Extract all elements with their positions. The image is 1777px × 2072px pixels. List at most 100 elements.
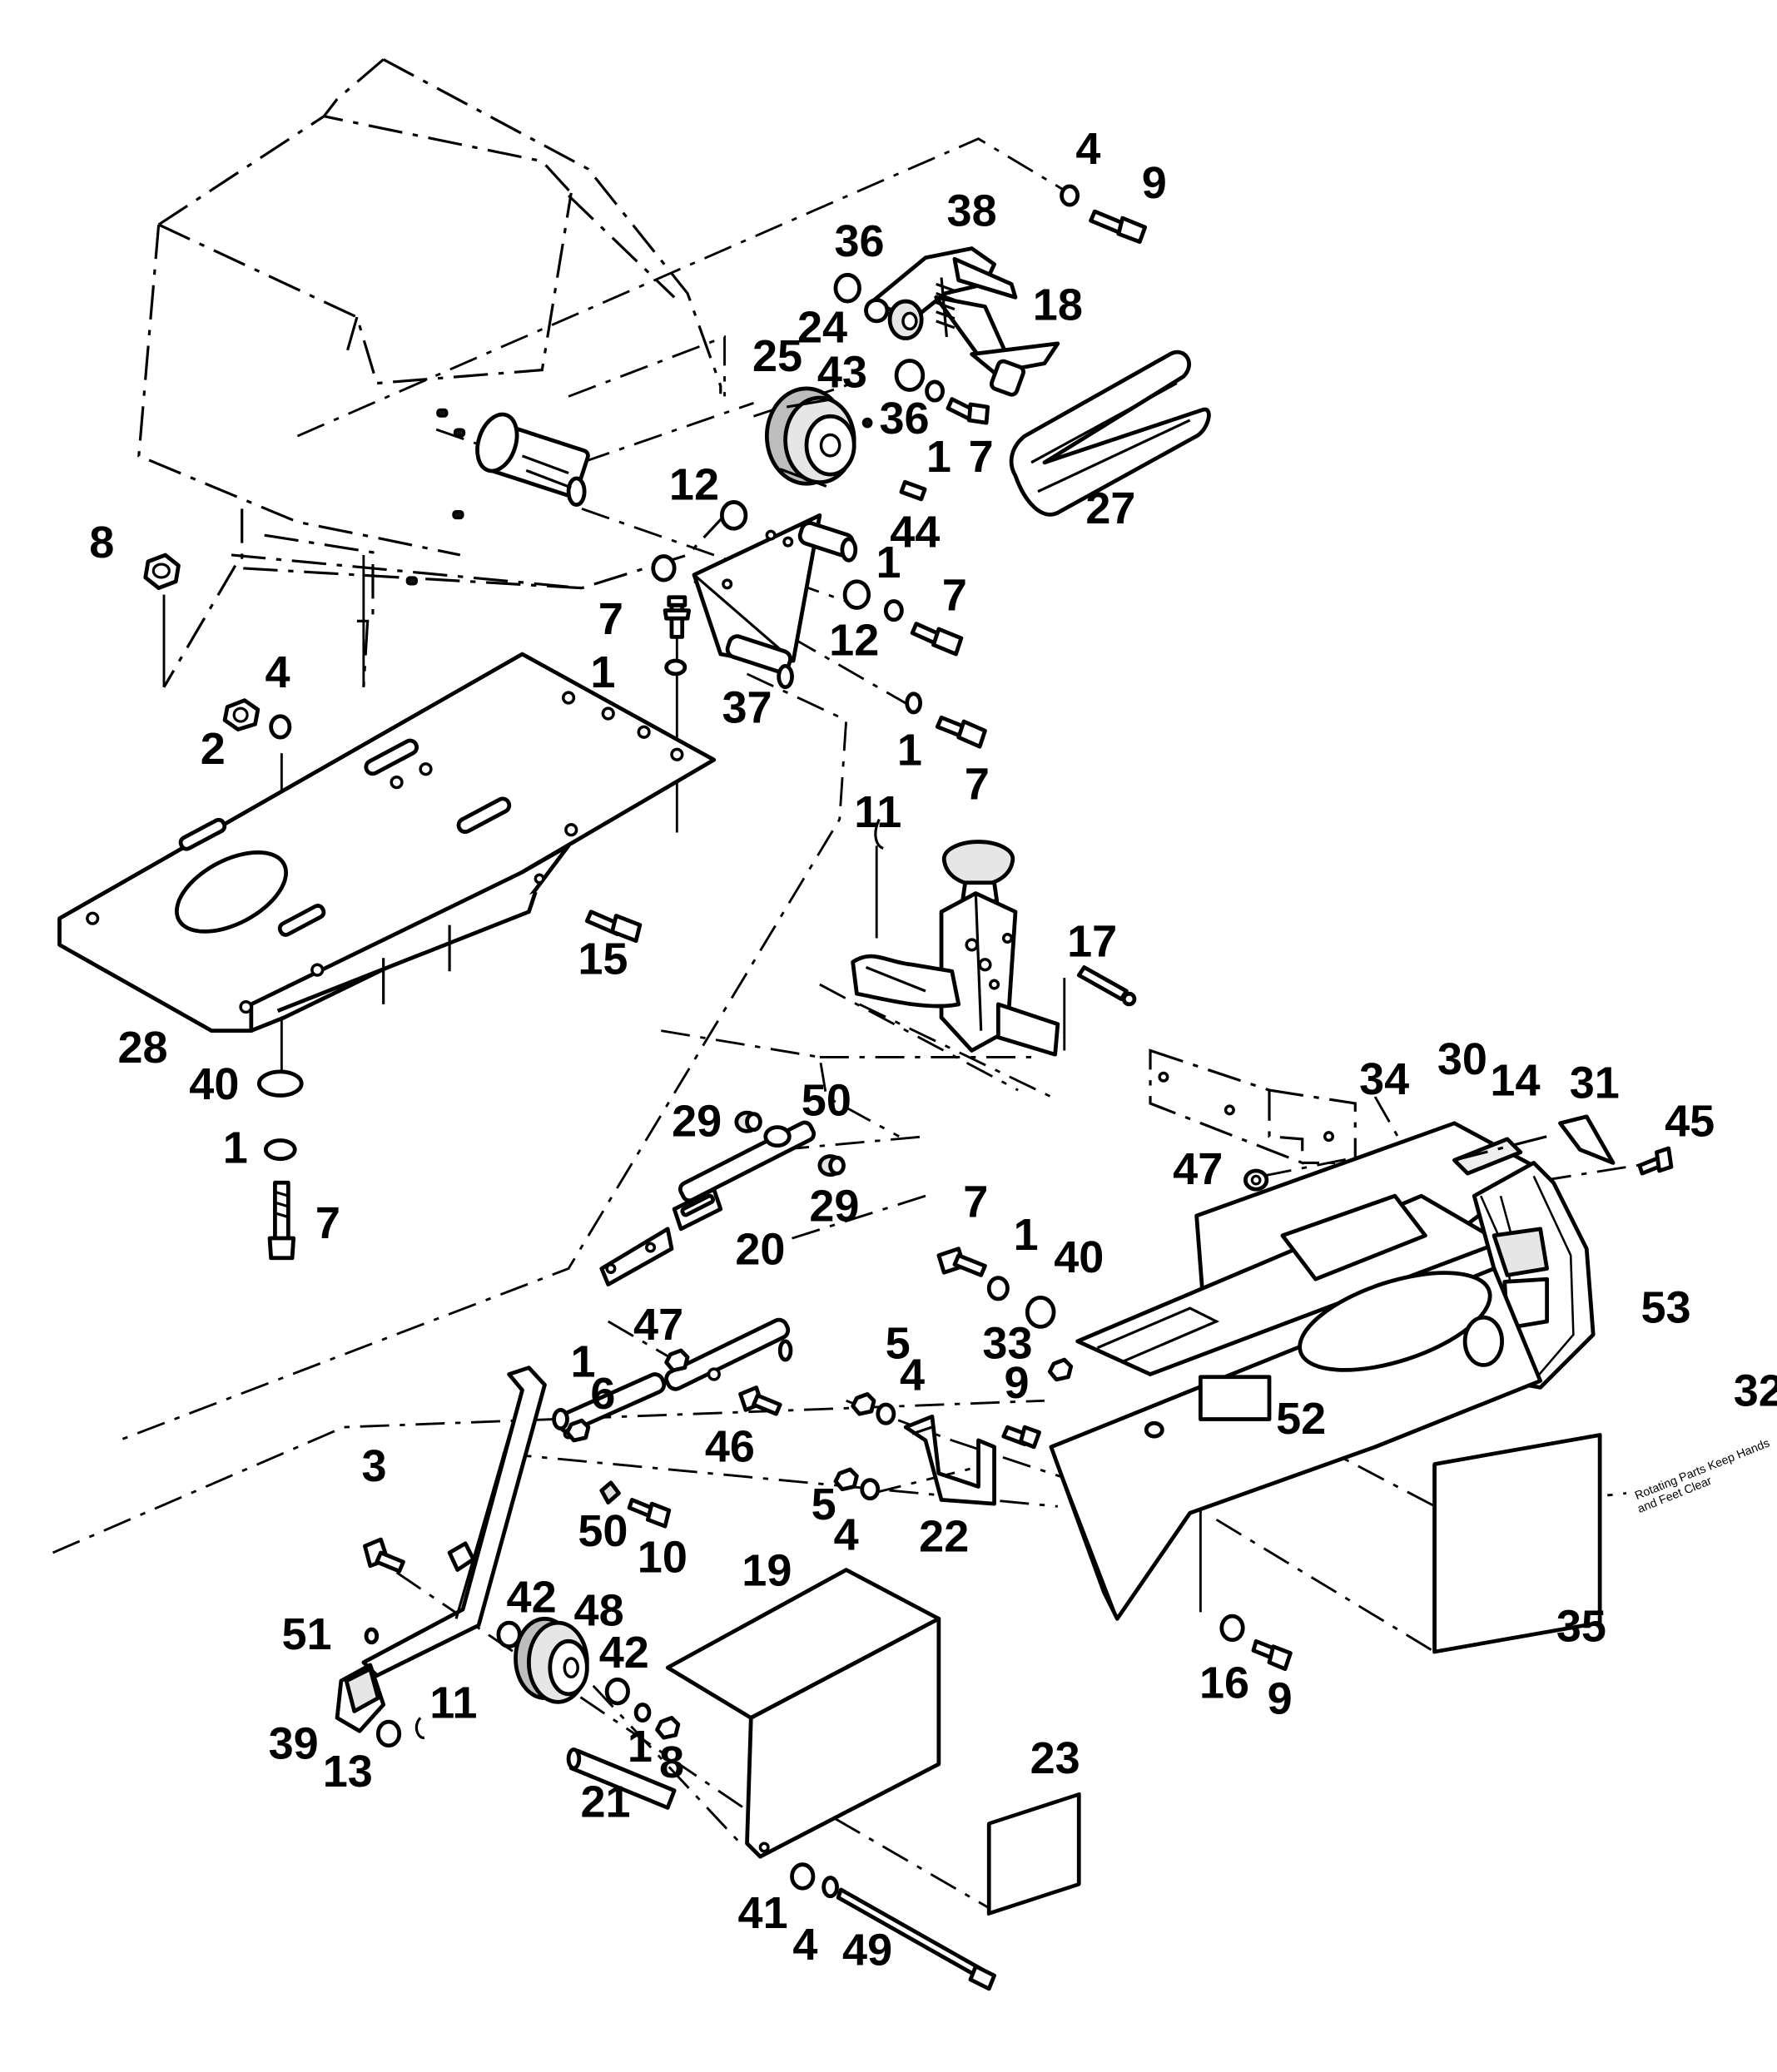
callout-label: 18: [1033, 280, 1083, 330]
idler-pulley-48: [514, 1616, 589, 1704]
callout-label: 47: [1173, 1144, 1223, 1194]
bolt-49: [836, 1887, 996, 1991]
lockwasher-1f: [986, 1276, 1010, 1301]
bolt-10: [627, 1498, 672, 1529]
lockwasher-1e: [263, 1138, 297, 1162]
washer-42b: [604, 1677, 630, 1706]
lockwasher-1d: [905, 691, 923, 715]
washer-50b: [599, 1480, 621, 1504]
callout-label: 11: [429, 1678, 477, 1727]
callout-label: 36: [880, 394, 930, 444]
decal-23: [986, 1792, 1081, 1916]
callout-label: 50: [578, 1506, 628, 1556]
crankshaft-assembly: [405, 408, 590, 586]
u-bracket: [903, 1414, 996, 1506]
nut-47b: [664, 1348, 690, 1373]
callout-label: 36: [835, 216, 885, 266]
callout-label: 6: [590, 1369, 615, 1419]
idler-pulley-24: [887, 299, 924, 340]
bushing-29a: [734, 1110, 762, 1133]
callout-label: 1: [897, 725, 922, 775]
callout-label: 1: [223, 1123, 248, 1172]
callout-label: 7: [315, 1198, 340, 1248]
callout-label: 16: [1199, 1658, 1249, 1708]
callout-label: 39: [269, 1719, 319, 1769]
lever-arm: [335, 1366, 547, 1733]
washer-12b: [842, 579, 871, 610]
callout-label: 53: [1641, 1283, 1691, 1333]
callout-label: 43: [817, 347, 867, 397]
screw-45: [1637, 1146, 1674, 1176]
bolt-7e: [267, 1180, 296, 1261]
callout-label: 9: [1268, 1674, 1293, 1724]
lockwasher-1a: [925, 379, 946, 403]
callout-label: 35: [1556, 1601, 1606, 1651]
bolt-9c: [1251, 1638, 1293, 1672]
nut-33: [1047, 1357, 1074, 1382]
callout-label: 46: [705, 1421, 755, 1471]
callout-label: 15: [578, 934, 628, 984]
callout-label: 5: [886, 1318, 911, 1368]
bolt-7f: [936, 1247, 987, 1277]
callout-label: 34: [1359, 1054, 1409, 1104]
callout-label: 29: [672, 1097, 722, 1147]
fitting-51: [364, 1627, 380, 1645]
bolt-46: [738, 1385, 782, 1416]
svg-text:Rotating Parts Keep Hands: Rotating Parts Keep Hands: [1633, 1436, 1771, 1503]
bolt-7c: [663, 595, 692, 639]
callout-label: 4: [792, 1920, 817, 1970]
washer-12c: [651, 554, 677, 582]
bolt-3: [363, 1537, 405, 1574]
nut-8a: [143, 553, 181, 591]
v-belt: [1009, 349, 1211, 517]
callout-label: 44: [890, 507, 940, 557]
callout-label: 29: [809, 1181, 859, 1231]
callout-label: 33: [982, 1318, 1032, 1368]
callout-label: 17: [1067, 917, 1117, 967]
callout-label: 49: [842, 1925, 892, 1975]
washer-12a: [719, 500, 748, 531]
callout-label: 45: [1665, 1097, 1715, 1147]
bolt-9a: [1089, 209, 1148, 244]
callout-label: 2: [201, 724, 226, 774]
callout-label: 1: [571, 1337, 596, 1387]
nut-5a: [851, 1391, 876, 1416]
washer-40a: [256, 1069, 304, 1098]
callout-label: 48: [574, 1585, 624, 1635]
flap-31: [1558, 1114, 1616, 1165]
callout-label: 7: [963, 1177, 988, 1227]
callout-label: 5: [812, 1480, 836, 1529]
bolt-15: [584, 910, 643, 944]
decal-35: [1432, 1433, 1602, 1654]
lockwasher-4b: [269, 714, 292, 740]
handle-knob-assembly: [819, 818, 1060, 1098]
axle-21: [566, 1747, 677, 1810]
lockwasher-4e: [821, 1876, 839, 1899]
callout-label: 28: [118, 1023, 168, 1073]
bolt-7d: [935, 715, 987, 749]
callout-label: 52: [1276, 1394, 1326, 1444]
bolt-9b: [1001, 1425, 1041, 1450]
engine-plate: [57, 652, 717, 1034]
setscrew-43: [861, 417, 873, 429]
drive-pulley: [764, 386, 856, 488]
callout-label: 8: [89, 518, 114, 568]
callout-label: 9: [1005, 1358, 1030, 1408]
callout-label: 7: [942, 571, 967, 621]
callout-label: 31: [1570, 1058, 1620, 1108]
callout-label: 11: [854, 787, 901, 837]
lockwasher-1b: [883, 599, 904, 622]
callout-label: 20: [735, 1225, 785, 1275]
callout-label: 12: [829, 616, 879, 666]
callout-label: 1: [876, 538, 901, 587]
washer-36a: [833, 272, 861, 304]
callout-label: 41: [738, 1888, 788, 1938]
mounting-bracket-37: [692, 513, 858, 690]
washer-42a: [496, 1620, 522, 1649]
callout-label: 21: [581, 1777, 631, 1827]
callout-label: 38: [947, 186, 997, 236]
callout-label: 4: [900, 1351, 925, 1400]
washer-13: [375, 1719, 402, 1748]
callout-label: 14: [1490, 1055, 1540, 1105]
